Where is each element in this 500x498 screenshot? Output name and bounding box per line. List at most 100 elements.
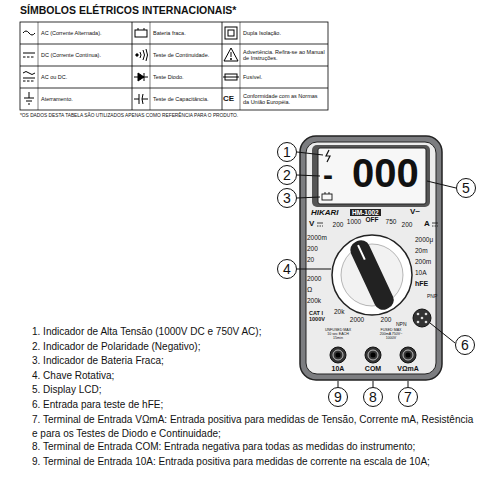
callout-number: 3 (283, 191, 291, 205)
meter-marking: NPN (396, 322, 407, 328)
meter-marking: A (424, 220, 430, 229)
legend-item: 1. Indicador de Alta Tensão (1000V DC e … (32, 326, 261, 337)
meter-marking: FUSED MAX 200mA 750V~ 1000V (376, 329, 406, 341)
terminal-name: COM (365, 365, 381, 373)
callout-number: 2 (283, 168, 291, 182)
polarity-sign: - (323, 160, 333, 190)
legend-item: 7. Terminal de Entrada VΩmA: Entrada pos… (32, 413, 477, 441)
multimeter (300, 136, 442, 380)
meter-marking: 200 (333, 221, 344, 228)
callout-number: 7 (404, 390, 412, 404)
display-digits: 000 (352, 153, 419, 193)
callout-circle: 6 (455, 335, 475, 355)
meter-marking: 200 (402, 221, 413, 228)
ac-symbol (23, 31, 35, 35)
meter-marking: UNFUSED MAX 10 sec EACH 15min (323, 329, 353, 341)
meter-marking: 200 (307, 245, 318, 252)
table-cell: Teste Diodo. (153, 66, 219, 88)
meter-marking: PNP (427, 294, 437, 300)
callout-circle: 5 (456, 178, 476, 198)
meter-marking: V (309, 220, 314, 229)
table-cell: AC ou DC. (41, 66, 129, 88)
table-cell: Conformidade com as Normas da União Euro… (243, 88, 325, 110)
meter-marking: OFF (366, 216, 379, 223)
table-cell: AC (Corrente Alternada). (41, 22, 129, 44)
legend-item: 3. Indicador de Bateria Fraca; (32, 355, 164, 366)
warning-symbol (224, 48, 238, 61)
meter-marking: 20k (334, 308, 344, 315)
table-footnote: *OS DADOS DESTA TABELA SÃO UTILIZADOS AP… (20, 113, 238, 118)
table-cell: Fusível. (243, 66, 325, 88)
callout-circle: 8 (363, 387, 383, 407)
fuse-symbol (223, 74, 239, 80)
hfe-holes (417, 313, 428, 324)
continuity-symbol (136, 49, 148, 61)
meter-face (306, 142, 436, 374)
terminal-name: 10A (332, 365, 345, 373)
callout-circle: 2 (277, 165, 297, 185)
input-terminals (330, 347, 416, 363)
table-cell: Teste de Capacitância. (153, 88, 219, 110)
table-symbols (23, 27, 239, 104)
dial-knob (347, 237, 396, 313)
table-cell: Teste de Continuidade. (153, 44, 219, 66)
callout-circle: 1 (277, 142, 297, 162)
meter-marking: 750 (386, 218, 397, 225)
legend-item: 4. Chave Rotativa; (32, 370, 114, 381)
table-cell: Advertência. Refira-se ao Manual de Inst… (243, 44, 325, 66)
acdc-symbol (23, 72, 35, 82)
meter-housing (300, 136, 442, 380)
ce-mark: CE (223, 95, 234, 104)
battery-icon (322, 193, 332, 200)
meter-marking: Ω (307, 286, 312, 294)
meter-marking: CAT I 1000V (309, 310, 333, 322)
legend-item: 6. Entrada para teste de hFE; (32, 399, 163, 410)
dc-symbol (23, 53, 35, 57)
callout-circle: 9 (328, 387, 348, 407)
table-cell: Dupla Isolação. (243, 22, 325, 44)
legend-item: 8. Terminal de Entrada COM: Entrada nega… (32, 441, 415, 452)
lcd-display (318, 148, 426, 204)
legend-item: 5. Display LCD; (32, 384, 101, 395)
callout-number: 1 (283, 145, 291, 159)
double-insulation-symbol (225, 27, 237, 39)
legend-item: 2. Indicador de Polaridade (Negativo); (32, 341, 200, 352)
meter-marking: 200 (381, 316, 392, 323)
symbol-table (20, 22, 328, 110)
table-cell: DC (Corrente Contínua). (41, 44, 129, 66)
meter-marking: 200m (415, 258, 431, 265)
meter-marking: 2000m (307, 234, 327, 241)
diode-symbol (134, 73, 148, 81)
table-title: SÍMBOLOS ELÉTRICOS INTERNACIONAIS* (20, 5, 236, 17)
callout-circle: 7 (398, 387, 418, 407)
ground-symbol (24, 92, 34, 104)
hfe-socket (413, 309, 431, 327)
meter-marking: 2000 (350, 316, 364, 323)
rotary-dial (332, 235, 412, 315)
meter-marking: hFE (415, 280, 428, 288)
meter-marking: 1000 (347, 218, 361, 225)
legend-item: 9. Terminal de Entrada 10A: Entrada posi… (32, 456, 430, 467)
table-cell: Bateria fraca. (153, 22, 219, 44)
terminal-name: VΩmA (397, 365, 419, 373)
display-bezel (312, 145, 430, 207)
callout-circle: 4 (277, 259, 297, 279)
model-badge: HM-1002 (350, 209, 381, 216)
table-cell: Aterramento. (41, 88, 129, 110)
meter-marking: V~ (410, 208, 420, 217)
leader-lines (297, 152, 456, 387)
capacitor-symbol (134, 94, 148, 104)
callout-number: 4 (283, 262, 291, 276)
meter-marking: 2000μ (415, 236, 433, 243)
meter-marking: 10A (415, 269, 427, 276)
callout-circle: 3 (277, 188, 297, 208)
meter-marking: 20m (415, 247, 428, 254)
meter-marking: 200k (307, 297, 321, 304)
callout-number: 6 (461, 338, 469, 352)
brand-name: HIKARI (311, 209, 339, 218)
callout-number: 8 (369, 390, 377, 404)
callout-number: 9 (334, 390, 342, 404)
meter-marking: 2000 (307, 275, 321, 282)
battery-symbol (135, 29, 147, 37)
